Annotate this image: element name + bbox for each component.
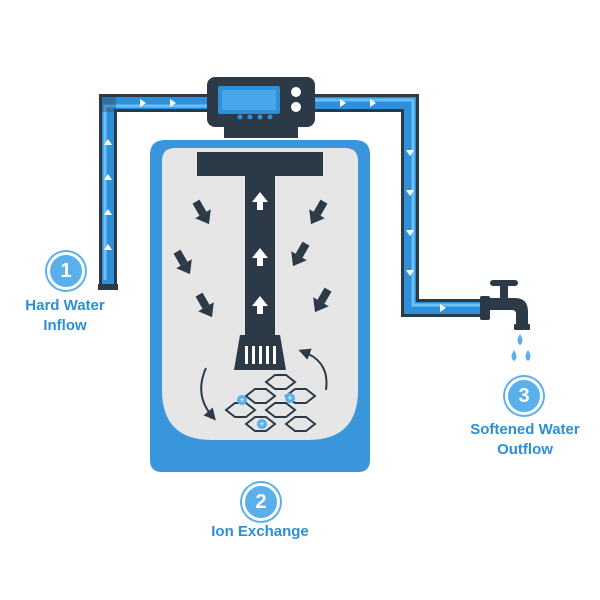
resin-bead-network-icon xyxy=(224,374,317,432)
step-1-badge: 1 xyxy=(47,252,85,290)
svg-text:+: + xyxy=(239,395,244,405)
outlet-pipe xyxy=(310,94,485,317)
downflow-arrows xyxy=(173,199,332,318)
control-valve-head xyxy=(207,77,315,138)
indicator-lights xyxy=(237,114,273,120)
control-button-icon xyxy=(291,102,301,112)
step-1-label: Hard Water Inflow xyxy=(25,297,105,334)
step-2-badge: 2 xyxy=(242,483,280,521)
svg-text:+: + xyxy=(259,419,264,429)
control-button-icon xyxy=(291,87,301,97)
faucet-icon xyxy=(480,280,530,330)
inlet-flow-arrows xyxy=(104,99,176,250)
water-drops-icon xyxy=(511,334,531,361)
step-2-label: Ion Exchange xyxy=(211,523,309,540)
upflow-arrows xyxy=(252,192,268,314)
inlet-pipe xyxy=(98,94,212,290)
step-3-label: Softened Water Outflow xyxy=(470,421,580,458)
ion-icons: + + + xyxy=(237,393,295,429)
step-3-badge: 3 xyxy=(505,377,543,415)
outlet-flow-arrows xyxy=(340,99,446,312)
distributor-tube xyxy=(197,152,323,370)
exchange-arrows-icon xyxy=(200,348,328,421)
svg-text:+: + xyxy=(287,393,292,403)
